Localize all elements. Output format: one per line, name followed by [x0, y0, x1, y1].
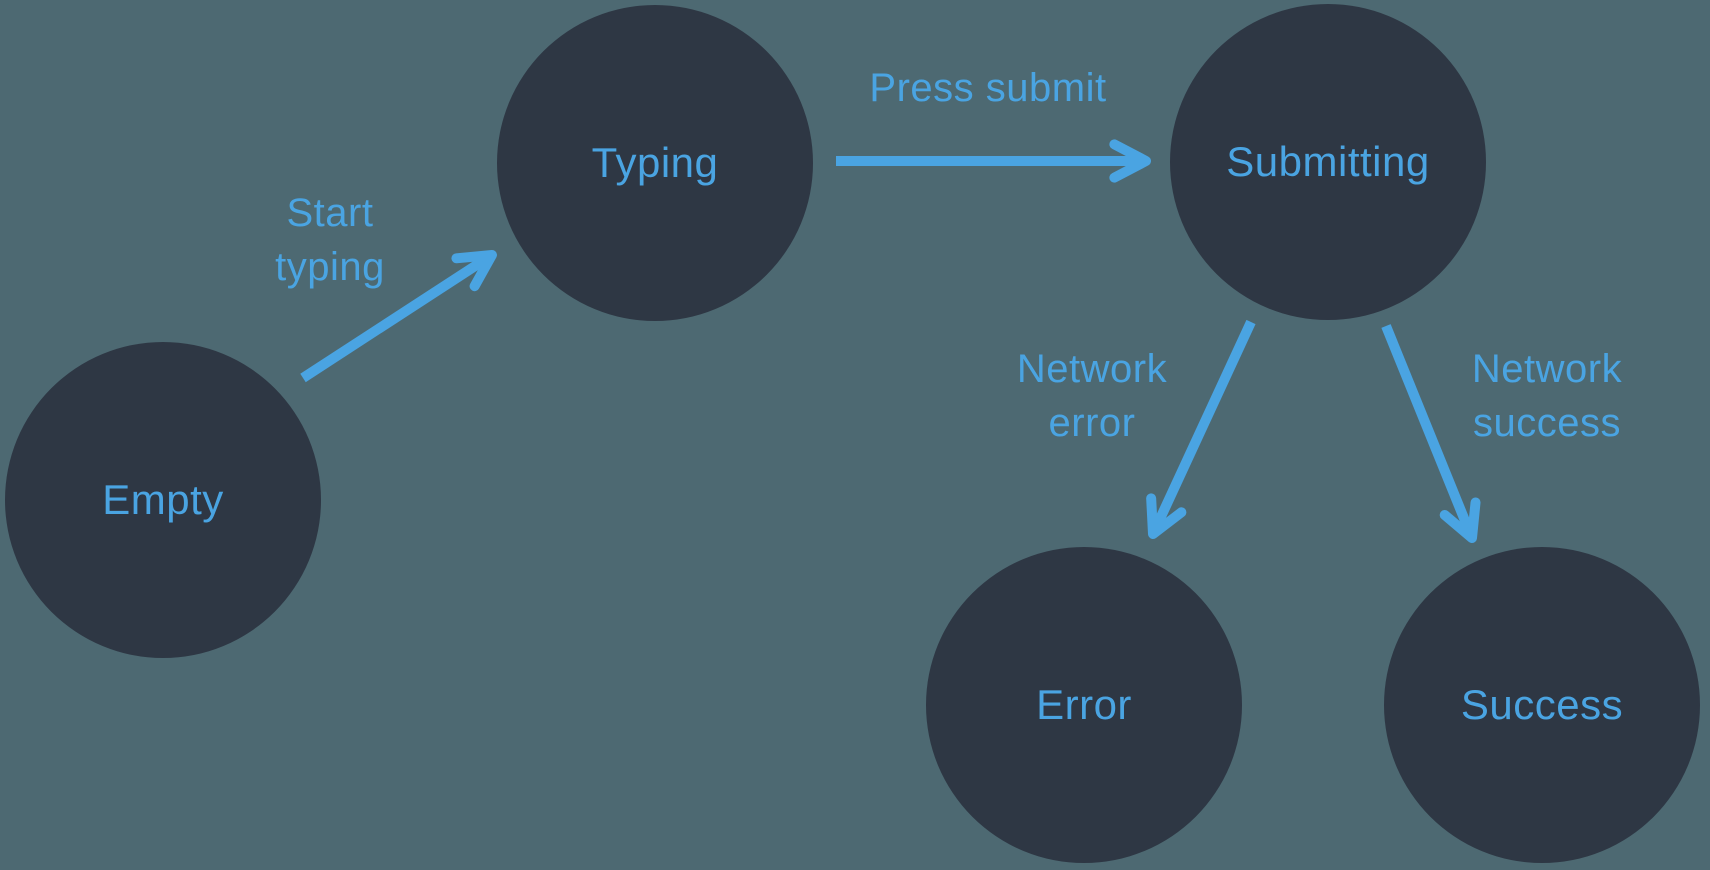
edge-label-network-error: Network error	[1016, 347, 1168, 445]
edge-label-press-submit: Press submit	[869, 66, 1107, 110]
state-label-error: Error	[1036, 681, 1132, 728]
state-label-typing: Typing	[591, 139, 719, 186]
state-node-empty: Empty	[5, 342, 321, 658]
edge-label-network-success: Network success	[1471, 347, 1623, 445]
state-node-success: Success	[1384, 547, 1700, 863]
state-node-error: Error	[926, 547, 1242, 863]
edge-label-start-typing: Start typing	[275, 191, 385, 289]
state-node-typing: Typing	[497, 5, 813, 321]
state-label-submitting: Submitting	[1226, 138, 1430, 185]
edge-arrow-network-success	[1381, 324, 1481, 543]
state-label-empty: Empty	[102, 476, 224, 523]
state-label-success: Success	[1460, 681, 1624, 728]
state-node-submitting: Submitting	[1170, 4, 1486, 320]
edge-arrow-network-error	[1146, 319, 1256, 539]
edge-arrow-start-typing	[300, 250, 497, 383]
